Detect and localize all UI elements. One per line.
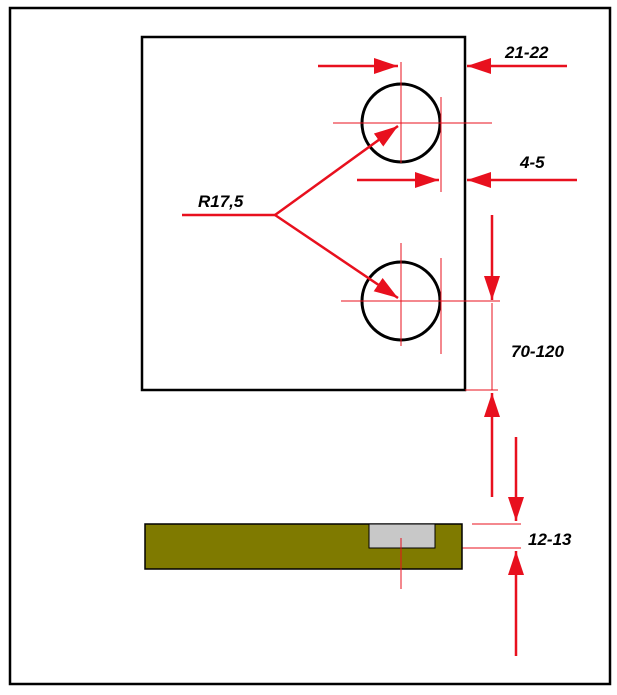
label-hole-offset: 21-22 (504, 43, 549, 62)
center-lines (333, 62, 521, 589)
side-view-recess (368, 523, 436, 549)
dimension-hole-radius: R17,5 (182, 124, 399, 300)
dimension-hole-spacing: 70-120 (484, 215, 564, 497)
plate-outline (140, 35, 467, 392)
label-hole-spacing: 70-120 (511, 342, 564, 361)
label-edge-gap: 4-5 (519, 153, 545, 172)
dimension-edge-gap: 4-5 (357, 153, 577, 188)
page-frame (8, 6, 612, 686)
dimension-hole-offset: 21-22 (318, 43, 567, 74)
label-depth: 12-13 (528, 530, 572, 549)
label-hole-radius: R17,5 (198, 192, 244, 211)
dimension-depth: 12-13 (508, 437, 572, 656)
